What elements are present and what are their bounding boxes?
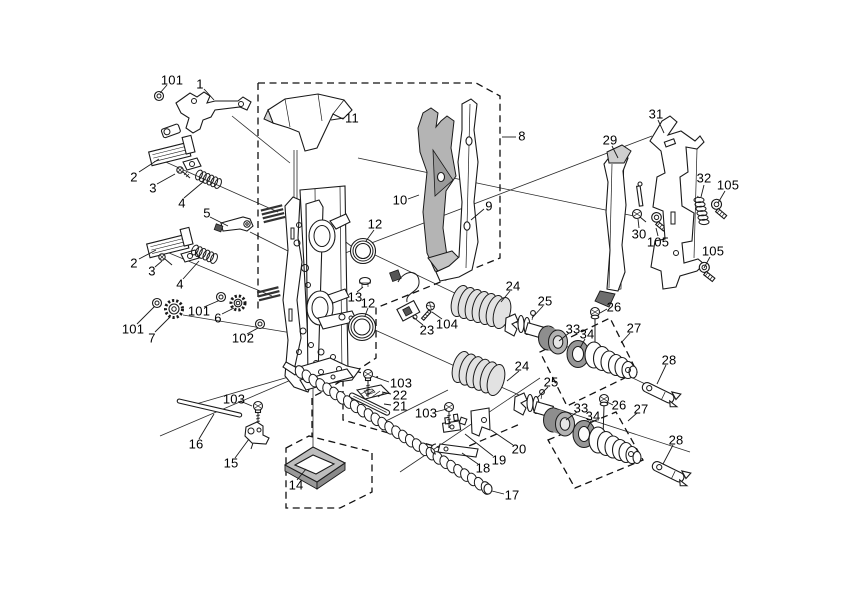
part-34a-ring [566, 340, 590, 368]
part-4b-spring [191, 244, 218, 264]
part-101b-washer [151, 297, 163, 309]
part-9-plate [435, 98, 479, 282]
part-12b-ring [347, 312, 377, 342]
part-20-bracket [470, 407, 491, 437]
part-24a-coils [450, 284, 512, 330]
part-2a-drawing [147, 134, 202, 171]
part-105c-screw [698, 261, 716, 283]
part-29-plate [594, 144, 632, 308]
part-27a-clutch [584, 341, 638, 380]
part-24b-coils [451, 350, 506, 397]
part-4b-coils [191, 244, 218, 264]
box-part-14 [285, 435, 373, 509]
part-3a-screw [176, 166, 191, 179]
part-26b-screw [598, 393, 610, 438]
part-103a-screw [252, 400, 264, 425]
part-18-lever [430, 443, 479, 458]
part-101a-washer [153, 90, 165, 102]
part-24b-spring [451, 350, 506, 397]
part-28a-link [641, 382, 682, 408]
part-16-rod [176, 398, 243, 418]
part-5-drawing [213, 216, 254, 233]
part-30-screw [631, 181, 647, 223]
part-32-coils [693, 196, 710, 226]
part-12a-ring [349, 237, 377, 265]
part-11-drawing [263, 93, 353, 152]
part-33b-bushing [543, 407, 575, 437]
part-2b-drawing [145, 226, 200, 263]
frame-comb-lower [256, 286, 281, 302]
frame-drawing [256, 185, 361, 393]
part-33a-bushing [538, 325, 568, 355]
part-23-sensor [389, 269, 421, 322]
part-103b-screw [362, 368, 374, 397]
part-7-gear [164, 299, 184, 319]
part-25b-bracket [513, 389, 557, 419]
box-part-27b [547, 411, 644, 489]
part-4a-spring [195, 169, 222, 189]
part-10-plate [417, 107, 463, 275]
part-17-coils [294, 365, 492, 495]
part-32-spring [693, 195, 710, 226]
frame-comb-upper [260, 204, 286, 224]
leader-lines [136, 84, 726, 495]
part-13-clip [358, 276, 372, 288]
part-15-lever [244, 421, 270, 450]
part-24a-spring [450, 284, 512, 330]
part-22-plate [355, 384, 391, 400]
part-101c-washer [215, 291, 227, 303]
part-3b-screw [158, 253, 173, 266]
part-6-gear [229, 294, 247, 312]
part-28b-link [651, 461, 692, 487]
part-17-shaft [282, 361, 493, 495]
main-unit-dashed-box [258, 82, 501, 437]
part-27b-clutch [588, 426, 642, 465]
part-14-gasket [283, 446, 347, 490]
part-104-screw [420, 301, 435, 321]
part-102-washer [254, 318, 266, 330]
part-4a-coils [195, 169, 222, 189]
part-1-drawing [160, 91, 252, 139]
part-21-rod [348, 392, 391, 416]
